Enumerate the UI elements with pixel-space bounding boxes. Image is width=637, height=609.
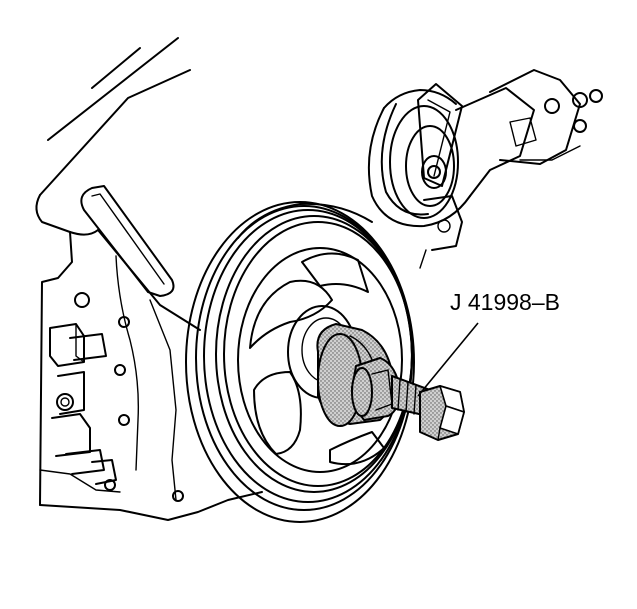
installer-tool	[316, 323, 431, 427]
engine-block	[35, 37, 263, 521]
tool-callout: J 41998–B	[417, 289, 560, 397]
tool-label: J 41998–B	[450, 289, 560, 315]
callout-leader-line	[417, 322, 479, 397]
crankshaft-balancer-pulley	[185, 201, 415, 523]
idler-pulley	[367, 69, 603, 269]
hex-bolt-head	[419, 385, 465, 441]
